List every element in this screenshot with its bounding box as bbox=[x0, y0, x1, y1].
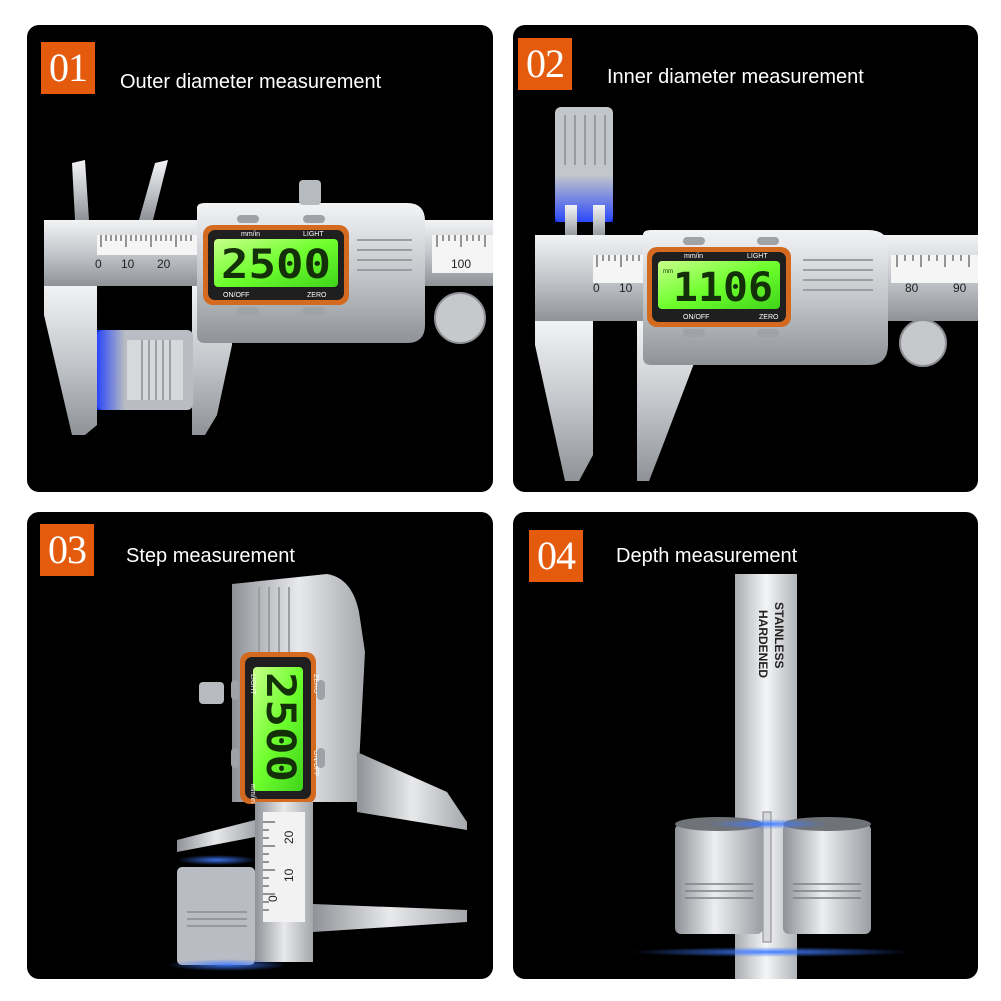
mm-label: mm bbox=[663, 269, 673, 275]
lcd-reading: 1106 bbox=[673, 265, 773, 311]
onoff-label: ON/OFF bbox=[312, 750, 319, 776]
light-label: LIGHT bbox=[249, 674, 256, 695]
onoff-label: ON/OFF bbox=[683, 314, 709, 321]
lcd-screen bbox=[253, 667, 303, 791]
scale-number: 10 bbox=[282, 868, 296, 882]
step-number-badge: 03 bbox=[40, 524, 94, 576]
lock-screw bbox=[199, 682, 224, 704]
onoff-button bbox=[683, 329, 705, 337]
step-number-badge: 02 bbox=[518, 38, 572, 90]
thumb-roller bbox=[899, 319, 947, 367]
lower-jaw-fixed bbox=[44, 286, 97, 435]
onoff-button bbox=[317, 748, 325, 768]
upper-jaw-moving bbox=[139, 160, 168, 220]
unit-button bbox=[683, 237, 705, 245]
scale-number: 90 bbox=[953, 281, 967, 295]
zero-label: ZERO bbox=[759, 314, 779, 321]
light-label: LIGHT bbox=[303, 231, 324, 238]
scale-number: 100 bbox=[451, 257, 471, 271]
panel-title: Inner diameter measurement bbox=[607, 66, 864, 88]
socket-left bbox=[675, 824, 763, 934]
light-label: LIGHT bbox=[747, 253, 768, 260]
step-jaw bbox=[177, 820, 255, 852]
lock-screw bbox=[299, 180, 321, 205]
lcd-screen bbox=[658, 261, 780, 309]
light-button bbox=[303, 215, 325, 223]
rod-text: STAINLESS bbox=[772, 602, 786, 668]
light-button bbox=[757, 237, 779, 245]
socket bbox=[177, 867, 255, 965]
zero-button bbox=[317, 680, 325, 700]
scale-number: 80 bbox=[905, 281, 919, 295]
panel-depth: STAINLESS HARDENED 04 Depth measurement bbox=[513, 512, 978, 979]
scale-number: 20 bbox=[157, 257, 171, 271]
unit-label: mm/in bbox=[249, 784, 256, 803]
step-number-badge: 04 bbox=[529, 530, 583, 582]
scale-number: 10 bbox=[121, 257, 135, 271]
unit-button bbox=[231, 748, 239, 768]
zero-button bbox=[303, 307, 325, 315]
panel-step: 2500 mm/in LIGHT ZERO ON/OFF 0 10 bbox=[27, 512, 493, 979]
socket-right bbox=[783, 824, 871, 934]
caliper-outer-illustration: 0 10 20 100 bbox=[44, 160, 493, 435]
lcd-reading: 2500 bbox=[221, 242, 331, 288]
outer-jaw bbox=[357, 752, 467, 830]
upper-jaw-fixed bbox=[72, 160, 89, 220]
onoff-label: ON/OFF bbox=[223, 292, 249, 299]
scale-number: 10 bbox=[619, 281, 633, 295]
lower-jaw bbox=[313, 904, 467, 932]
light-button bbox=[231, 680, 239, 700]
onoff-button bbox=[237, 307, 259, 315]
panel-title: Outer diameter measurement bbox=[120, 71, 382, 93]
rod-text: HARDENED bbox=[756, 610, 770, 678]
depth-rod bbox=[762, 811, 772, 943]
step-number-badge: 01 bbox=[41, 42, 95, 94]
lcd-reading: 2500 bbox=[257, 672, 303, 782]
caliper-inner-illustration: 0 10 80 90 1106 mm mm/in LIGH bbox=[535, 107, 978, 481]
unit-label: mm/in bbox=[241, 231, 260, 238]
zero-label: ZERO bbox=[312, 674, 319, 694]
scale-number: 20 bbox=[282, 830, 296, 844]
panel-title: Depth measurement bbox=[616, 545, 798, 567]
panel-inner-diameter: 0 10 80 90 1106 mm mm/in LIGH bbox=[513, 25, 978, 492]
thumb-roller bbox=[434, 292, 486, 344]
panel-outer-diameter: 0 10 20 100 bbox=[27, 25, 493, 492]
caliper-step-illustration: 2500 mm/in LIGHT ZERO ON/OFF 0 10 bbox=[167, 574, 467, 971]
lower-jaw-fixed bbox=[535, 321, 593, 481]
panel-title: Step measurement bbox=[126, 545, 295, 567]
zero-button bbox=[757, 329, 779, 337]
caliper-depth-illustration: STAINLESS HARDENED bbox=[631, 574, 911, 979]
lcd-screen bbox=[214, 239, 338, 287]
scale-number: 0 bbox=[266, 895, 280, 902]
scale-number: 0 bbox=[593, 281, 600, 295]
unit-button bbox=[237, 215, 259, 223]
zero-label: ZERO bbox=[307, 292, 327, 299]
scale-number: 0 bbox=[95, 257, 102, 271]
unit-label: mm/in bbox=[684, 253, 703, 260]
